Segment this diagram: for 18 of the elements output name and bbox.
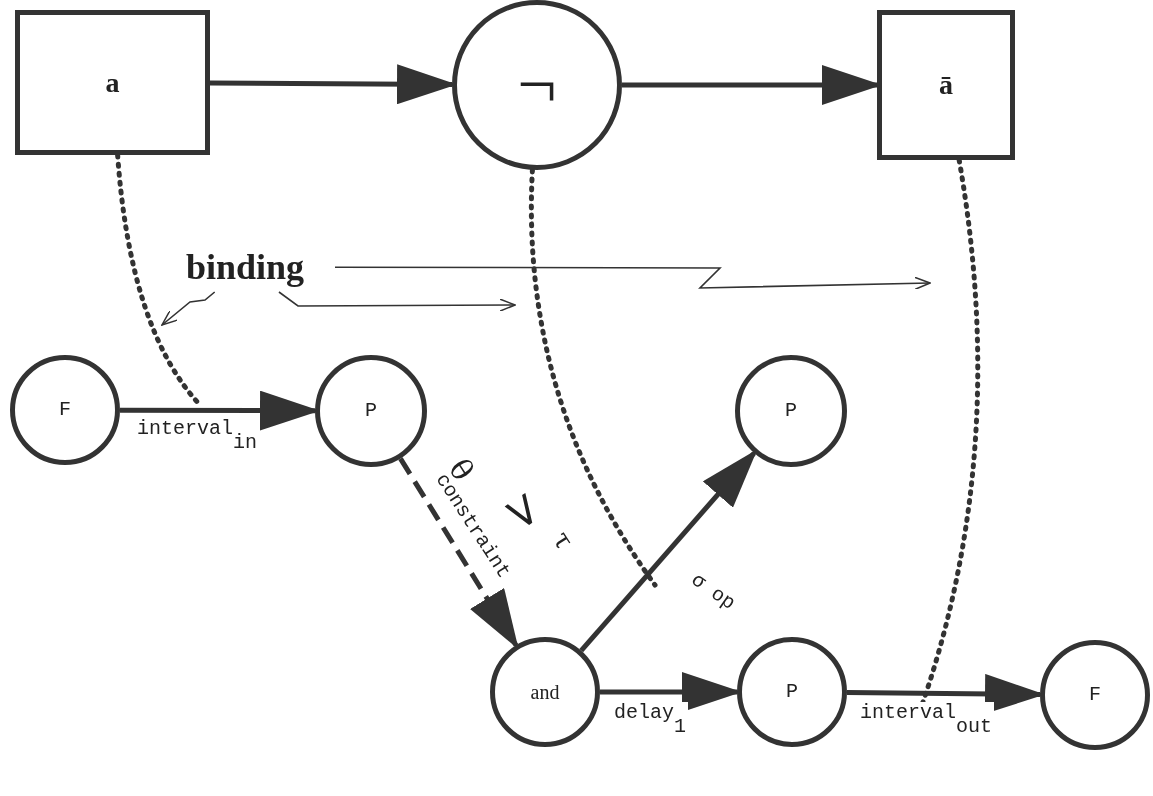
arrow xyxy=(579,449,758,653)
node-label: and xyxy=(530,682,560,702)
arrow xyxy=(161,291,216,326)
state-box xyxy=(15,10,210,155)
binding-text: binding xyxy=(185,249,305,285)
node-label: a xyxy=(105,68,120,97)
binding-line xyxy=(528,167,658,588)
node-label: ¬ xyxy=(517,50,557,120)
node-label: P xyxy=(365,401,377,421)
node-label: F xyxy=(1089,685,1101,705)
node-label: P xyxy=(786,682,798,702)
state-box xyxy=(877,10,1015,160)
arrow xyxy=(334,266,931,291)
node-label: P xyxy=(785,401,797,421)
node-label: F xyxy=(59,400,71,420)
symbol-label: τ xyxy=(548,526,578,554)
arrow xyxy=(278,291,516,312)
node-label: ā xyxy=(939,71,953,99)
